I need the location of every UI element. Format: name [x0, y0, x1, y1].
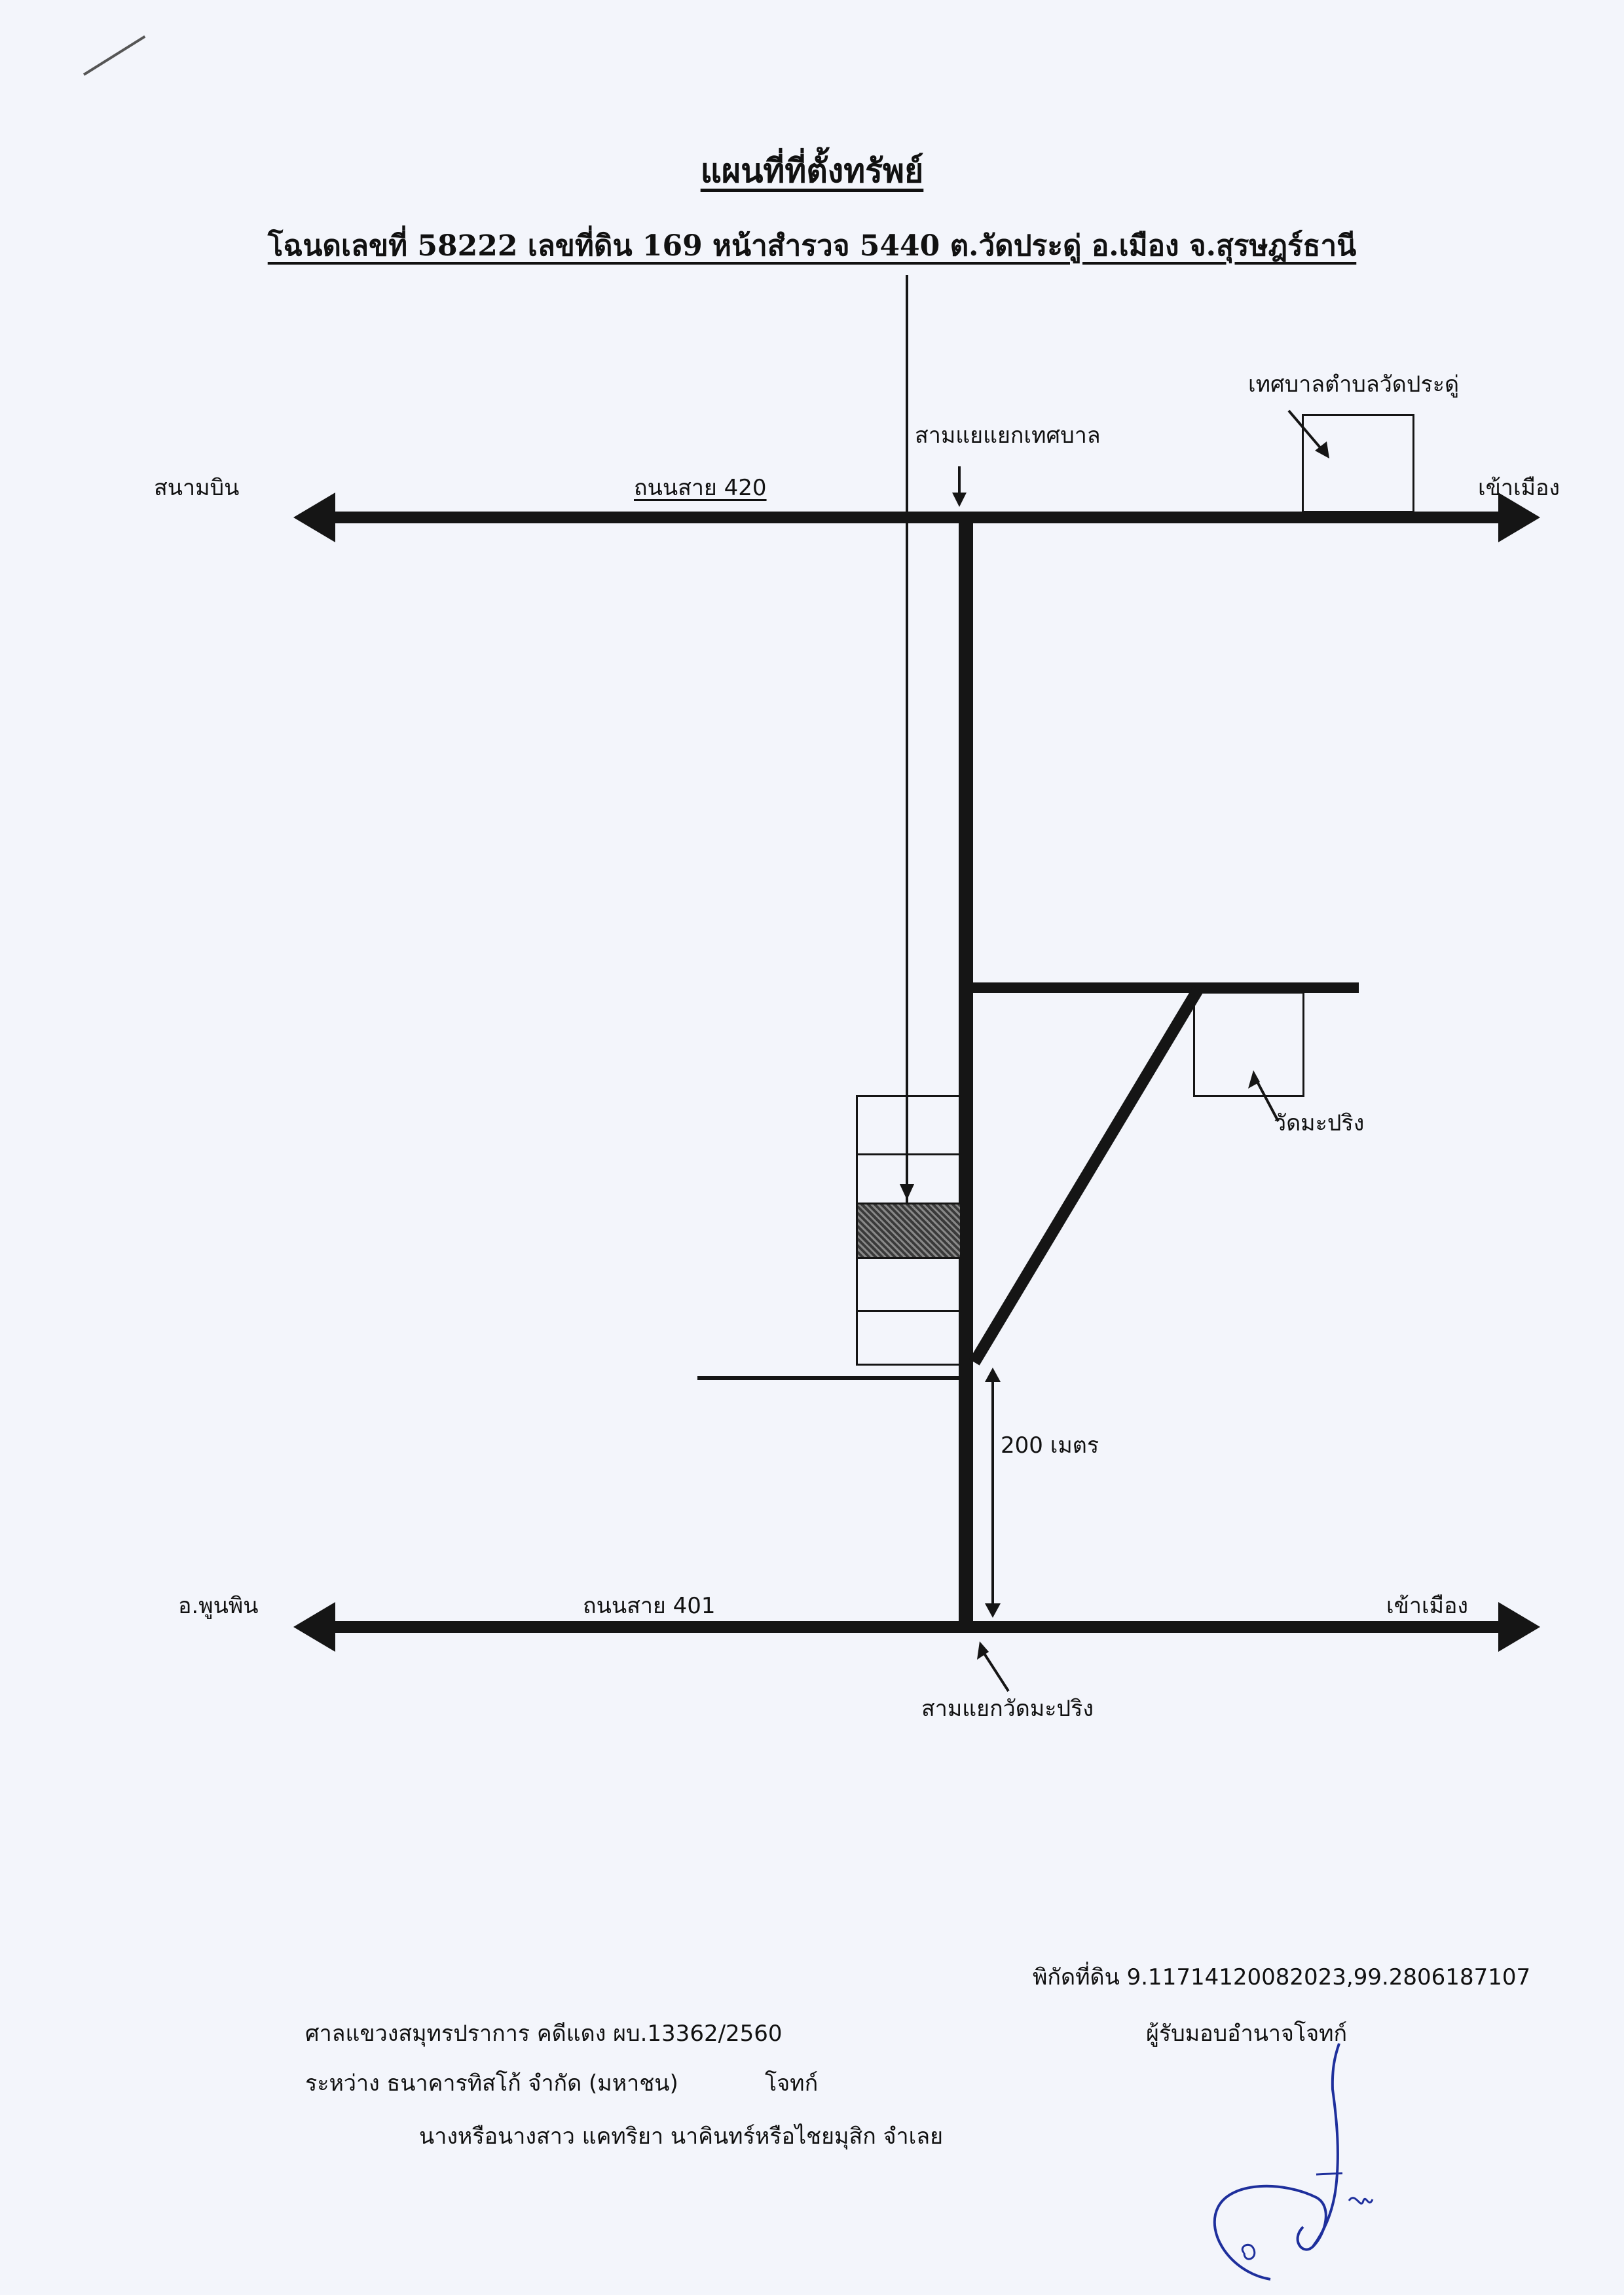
connecting-road	[959, 517, 973, 1627]
top-junction-label: สามแยแยกเทศบาล	[915, 422, 1101, 449]
signature	[1213, 2043, 1374, 2281]
top-road-right-destination: เข้าเมือง	[1478, 475, 1560, 501]
plot-1	[856, 1095, 962, 1155]
land-coordinates: พิกัดที่ดิน 9.11714120082023,99.28061871…	[1033, 1964, 1531, 1990]
subject-plot	[856, 1203, 962, 1259]
municipality-arrow-icon	[1287, 409, 1324, 452]
municipality-label: เทศบาลตำบลวัดประดู่	[1248, 371, 1460, 398]
municipality-building	[1302, 414, 1414, 513]
left-side-road	[697, 1376, 963, 1380]
top-road	[327, 512, 1506, 523]
bottom-road-right-destination: เข้าเมือง	[1386, 1593, 1469, 1619]
top-road-left-arrow-icon	[293, 493, 335, 542]
diagonal-road	[969, 986, 1204, 1366]
court-case: ศาลแขวงสมุทรปราการ คดีแดง ผบ.13362/2560	[305, 2021, 783, 2047]
plot-2	[856, 1153, 962, 1204]
bottom-road-name: ถนนสาย 401	[583, 1593, 716, 1619]
temple-arrow-icon	[1255, 1079, 1280, 1122]
parties-plaintiff: ระหว่าง ธนาคารทิสโก้ จำกัด (มหาชน)	[305, 2070, 678, 2097]
top-road-name: ถนนสาย 420	[634, 475, 767, 501]
bottom-road	[327, 1621, 1506, 1633]
temple-building	[1193, 992, 1304, 1097]
plot-5	[856, 1310, 962, 1366]
top-road-left-destination: สนามบิน	[154, 475, 240, 501]
authorized-representative: ผู้รับมอบอำนาจโจทก์	[1146, 2021, 1348, 2047]
bottom-road-left-arrow-icon	[293, 1602, 335, 1652]
temple-side-road	[963, 982, 1359, 993]
plot-4	[856, 1257, 962, 1312]
bottom-junction-label: สามแยกวัดมะปริง	[921, 1696, 1094, 1722]
page-title: แผนที่ที่ตั้งทรัพย์	[700, 151, 924, 190]
defendant: นางหรือนางสาว แคทริยา นาคินทร์หรือไชยมุส…	[419, 2123, 943, 2150]
temple-label: วัดมะปริง	[1274, 1110, 1365, 1136]
distance-label: 200 เมตร	[1001, 1432, 1099, 1459]
plaintiff-label: โจทก์	[765, 2070, 819, 2097]
bottom-junction-arrow-icon	[981, 1649, 1010, 1692]
bottom-road-left-destination: อ.พูนพิน	[178, 1593, 259, 1619]
plot-arrow-icon	[900, 1184, 914, 1200]
reference-line	[906, 275, 908, 1212]
bottom-road-right-arrow-icon	[1498, 1602, 1540, 1652]
top-road-right-arrow-icon	[1498, 493, 1540, 542]
deed-subtitle: โฉนดเลขที่ 58222 เลขที่ดิน 169 หน้าสำรวจ…	[267, 229, 1357, 263]
